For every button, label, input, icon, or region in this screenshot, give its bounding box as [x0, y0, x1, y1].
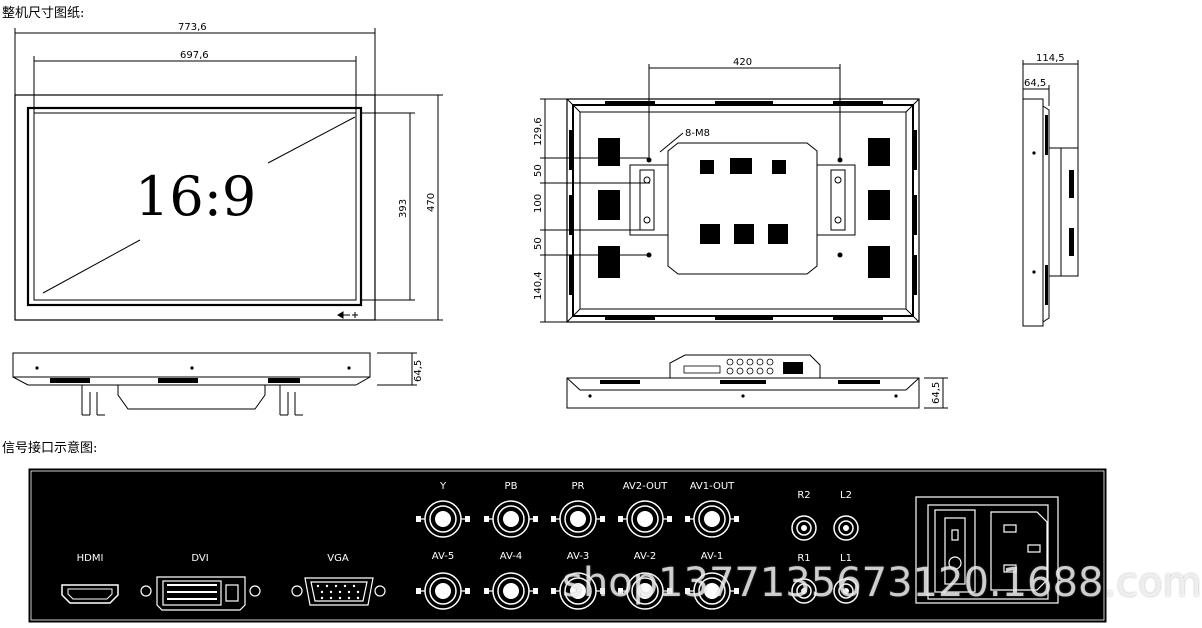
side-view: [1022, 60, 1079, 327]
rca-label: L1: [840, 553, 852, 564]
rca-jack: [833, 578, 859, 604]
rear-mount-brackets: [639, 169, 846, 231]
bnc-connector: [685, 572, 739, 610]
hdmi-label: HDMI: [76, 553, 104, 564]
hdmi-port: [61, 584, 119, 604]
bnc-connector: [484, 572, 538, 610]
inner-width-label: 697,6: [180, 50, 209, 61]
rear-dim-a: 129,6: [533, 117, 544, 146]
rca-label: L2: [840, 490, 852, 501]
bottom-vents: [35, 366, 351, 383]
rear-dim-c: 100: [533, 194, 544, 213]
rca-jack: [833, 515, 859, 541]
power-module: [915, 496, 1059, 604]
dvi-pins: [167, 584, 217, 600]
bottom-depth-label: 64,5: [413, 360, 424, 382]
bnc-label: AV-3: [566, 551, 590, 562]
bnc-label: AV-4: [499, 551, 523, 562]
aspect-ratio-label: 16:9: [135, 165, 256, 228]
rear-vent-slots: [569, 101, 917, 320]
bnc-label: AV-1: [700, 551, 724, 562]
side-depth-body-label: 64,5: [1024, 78, 1046, 89]
rear-dim-e: 140,4: [533, 271, 544, 300]
bnc-connector: [618, 572, 672, 610]
bnc-label: Y: [439, 481, 447, 492]
rear-bottom-view: [566, 354, 948, 409]
outer-height-label: 470: [426, 193, 437, 212]
side-depth-total-label: 114,5: [1036, 53, 1065, 64]
bnc-connector: [551, 572, 605, 610]
vga-pins: [316, 584, 360, 600]
side-details: [1032, 115, 1074, 305]
bnc-connector: [551, 500, 605, 538]
bnc-connector: [685, 500, 739, 538]
front-button-icons: [337, 311, 358, 319]
dimensions-heading: 整机尺寸图纸:: [2, 6, 85, 21]
rear-dim-b: 50: [533, 164, 544, 177]
front-view: [14, 28, 443, 321]
dvi-label: DVI: [191, 553, 209, 564]
technical-drawing: 16:9 773,6 697,6 393 470 64,5: [12, 22, 1107, 623]
bottom-view: [12, 352, 417, 416]
bnc-label: AV2-OUT: [622, 481, 668, 492]
bnc-label: AV-5: [431, 551, 455, 562]
rear-bottom-details: [588, 362, 898, 398]
bnc-connector: [416, 500, 470, 538]
mount-spacing-label: 420: [733, 57, 752, 68]
mount-screw-label: 8-M8: [685, 128, 710, 139]
rca-label: R2: [797, 490, 811, 501]
bnc-connectors: [416, 500, 739, 610]
inner-height-label: 393: [398, 199, 409, 218]
vga-port: [291, 577, 386, 606]
dvi-port: [140, 576, 261, 611]
bnc-label: AV1-OUT: [689, 481, 735, 492]
vga-label: VGA: [327, 553, 349, 564]
rear-bottom-ports: [683, 358, 774, 375]
outer-width-label: 773,6: [178, 22, 207, 33]
bnc-label: PR: [571, 481, 585, 492]
rear-depth-label: 64,5: [931, 382, 942, 404]
rca-jack: [791, 578, 817, 604]
interface-heading: 信号接口示意图:: [2, 441, 98, 456]
bnc-connector: [416, 572, 470, 610]
rca-label: R1: [797, 553, 811, 564]
bnc-label: AV-2: [633, 551, 657, 562]
bnc-connector: [618, 500, 672, 538]
rca-connectors: [791, 515, 859, 604]
bnc-label: PB: [504, 481, 518, 492]
rear-dim-d: 50: [533, 237, 544, 250]
bnc-connector: [484, 500, 538, 538]
watermark: shop1377135673120.1688.com: [562, 560, 1202, 606]
rca-jack: [791, 515, 817, 541]
